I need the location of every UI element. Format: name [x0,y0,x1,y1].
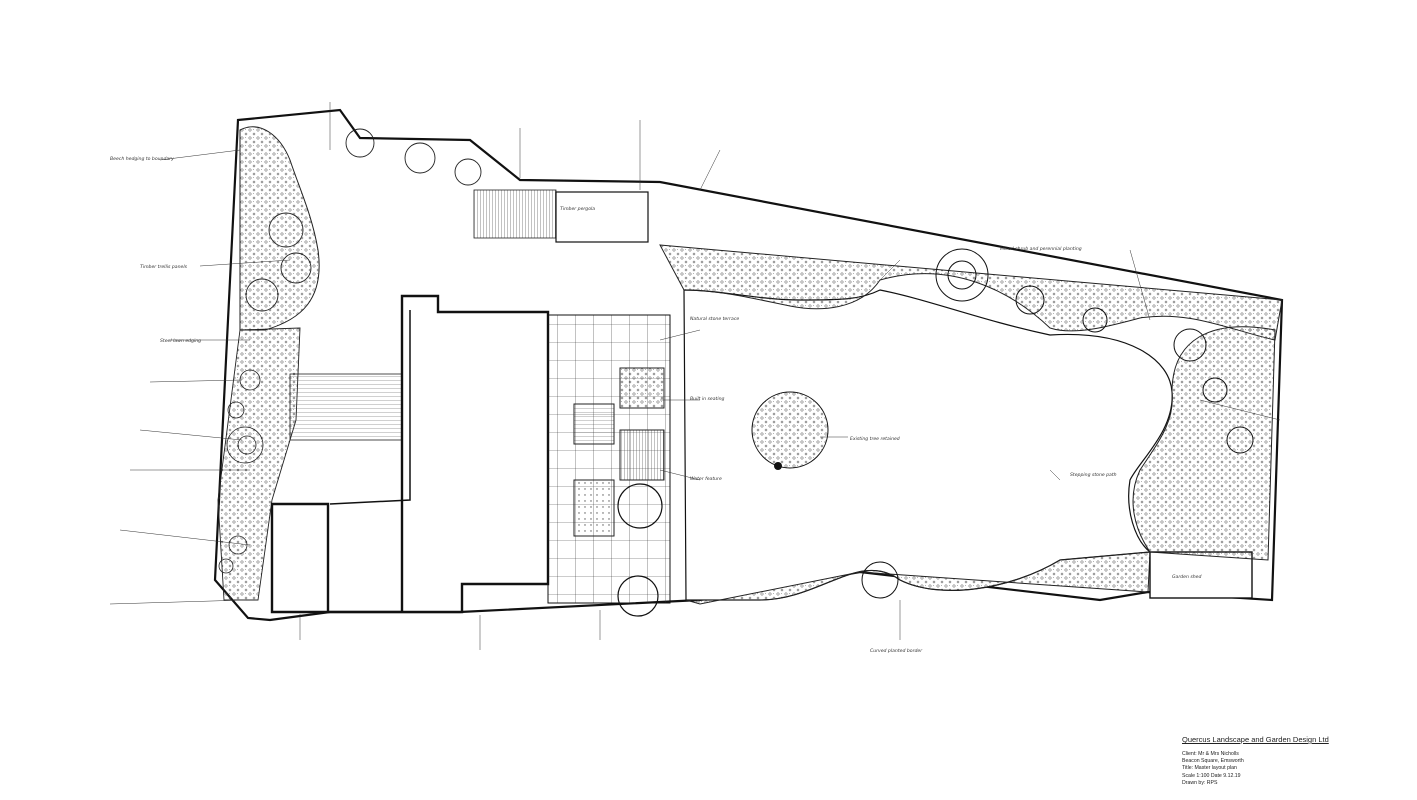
lower-border [685,551,1151,605]
border-trees [861,248,1254,599]
right-border [1132,326,1276,561]
upper-deck [473,189,557,239]
scale-date: Scale 1:100 Date 9.12.19 [1182,772,1241,779]
note-border: Curved planted border [870,648,923,654]
title-block: Quercus Landscape and Garden Design Ltd … [1182,735,1362,787]
note-seating: Built in seating [690,396,725,402]
site-boundary [213,108,1284,622]
note-shed: Garden shed [1172,574,1202,580]
note-hedge: Beech hedging to boundary [110,156,174,162]
garden-shed [1149,551,1253,599]
note-path: Stepping stone path [1070,472,1117,478]
note-pergola: Timber pergola [560,206,595,212]
address-line: Beacon Square, Emsworth [1182,758,1244,765]
upper-left-bed [239,126,320,331]
terrace-tree [617,483,663,529]
upper-border [659,244,1283,341]
note-tree: Existing tree retained [850,436,900,442]
note-planting: Mixed shrub and perennial planting [1000,246,1082,252]
note-water: Water feature [690,476,722,482]
left-shrubs [218,369,264,574]
terrace-panel-d [573,479,615,537]
terrace-tree-b [617,575,659,617]
drawing-title: Title: Master layout plan [1182,765,1237,772]
terrace-panel-b [573,403,615,445]
water-feature [774,462,782,470]
central-specimen-shrub [751,391,829,469]
left-planting-strip [217,327,301,601]
pergola [555,191,649,243]
leader-lines [109,102,1281,650]
note-lawn-edge: Steel lawn edging [160,338,201,344]
upper-left-trees [245,128,482,312]
drawn-by: Drawn by: RPS [1182,779,1218,786]
terrace-panel-a [619,367,665,409]
company-name: Quercus Landscape and Garden Design Ltd [1182,735,1329,744]
client-line: Client: Mr & Mrs Nicholls [1182,751,1239,757]
house-inner-wall [329,310,411,505]
timber-deck [289,373,403,441]
note-trellis: Timber trellis panels [140,264,188,270]
note-terrace: Natural stone terrace [690,316,739,322]
terrace-panel-c [619,429,665,481]
